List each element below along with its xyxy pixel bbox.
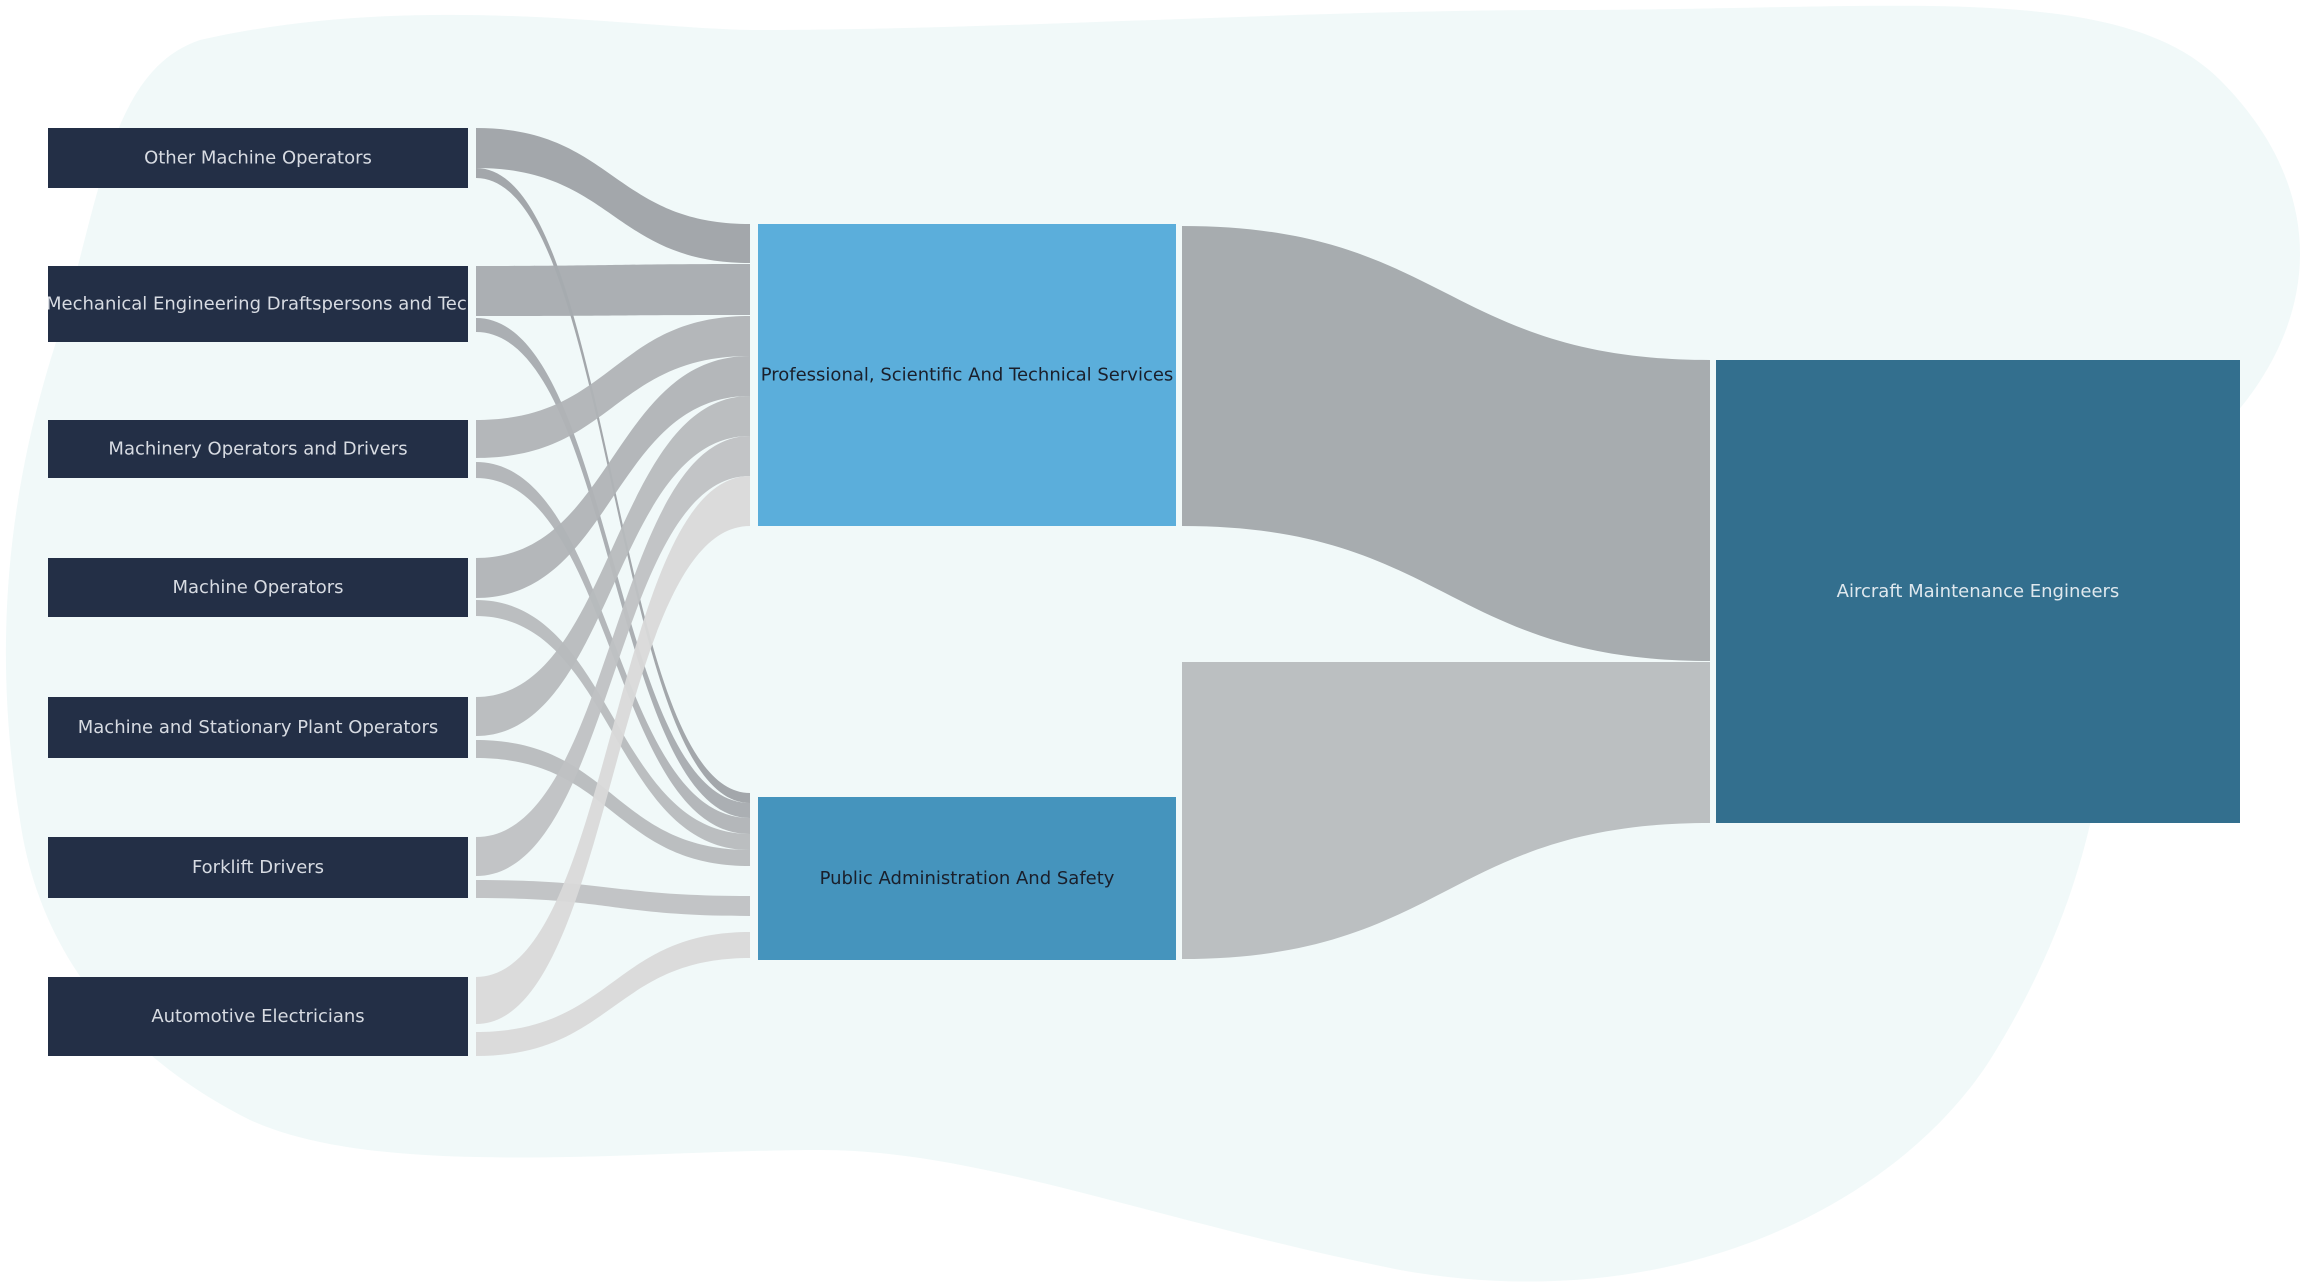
- flow-m2-t1[interactable]: [1182, 662, 1710, 959]
- source-node-s1-box[interactable]: [48, 128, 468, 188]
- source-node-s5[interactable]: Machine and Stationary Plant Operators: [48, 697, 468, 758]
- source-node-s2-box[interactable]: [48, 266, 468, 342]
- industry-node-m2[interactable]: Public Administration And Safety: [758, 797, 1176, 960]
- background-blob: [5, 5, 2301, 1282]
- flow-s6-m2[interactable]: [476, 880, 750, 916]
- source-node-s1[interactable]: Other Machine Operators: [48, 128, 468, 188]
- source-node-s4-label: Machine Operators: [172, 577, 343, 598]
- source-node-s7-box[interactable]: [48, 977, 468, 1056]
- flow-s4-m1[interactable]: [476, 356, 750, 598]
- source-node-s6-box[interactable]: [48, 837, 468, 898]
- source-node-s2-label: Mechanical Engineering Draftspersons and…: [46, 294, 541, 315]
- flow-s3-m1[interactable]: [476, 316, 750, 458]
- source-node-s3-label: Machinery Operators and Drivers: [108, 439, 407, 460]
- flow-s2-m1[interactable]: [476, 264, 750, 316]
- source-node-s7[interactable]: Automotive Electricians: [48, 977, 468, 1056]
- target-node-label: Aircraft Maintenance Engineers: [1837, 581, 2120, 602]
- source-node-s6-label: Forklift Drivers: [192, 857, 324, 878]
- target-node-box[interactable]: [1716, 360, 2240, 823]
- source-node-s5-label: Machine and Stationary Plant Operators: [78, 717, 438, 738]
- industry-node-m1[interactable]: Professional, Scientific And Technical S…: [758, 224, 1176, 526]
- source-node-s1-label: Other Machine Operators: [144, 148, 372, 169]
- source-node-s3[interactable]: Machinery Operators and Drivers: [48, 420, 468, 478]
- industry-node-m2-box[interactable]: [758, 797, 1176, 960]
- industry-node-m1-box[interactable]: [758, 224, 1176, 526]
- source-node-s4[interactable]: Machine Operators: [48, 558, 468, 617]
- industry-node-m1-label: Professional, Scientific And Technical S…: [761, 365, 1174, 386]
- flow-s5-m1[interactable]: [476, 396, 750, 736]
- source-node-s7-label: Automotive Electricians: [151, 1006, 364, 1027]
- source-node-s6[interactable]: Forklift Drivers: [48, 837, 468, 898]
- flow-s1-m1[interactable]: [476, 128, 750, 263]
- source-node-s4-box[interactable]: [48, 558, 468, 617]
- flow-s5-m2[interactable]: [476, 740, 750, 866]
- flow-s7-m1[interactable]: [476, 476, 750, 1024]
- source-node-s3-box[interactable]: [48, 420, 468, 478]
- source-node-s5-box[interactable]: [48, 697, 468, 758]
- flow-m1-t1[interactable]: [1182, 226, 1710, 661]
- target-node[interactable]: Aircraft Maintenance Engineers: [1716, 360, 2240, 823]
- flow-s6-m1[interactable]: [476, 436, 750, 876]
- flow-s7-m2[interactable]: [476, 932, 750, 1056]
- source-node-s2[interactable]: Mechanical Engineering Draftspersons and…: [46, 266, 541, 342]
- flow-s4-m2[interactable]: [476, 600, 750, 850]
- industry-node-m2-label: Public Administration And Safety: [820, 868, 1115, 889]
